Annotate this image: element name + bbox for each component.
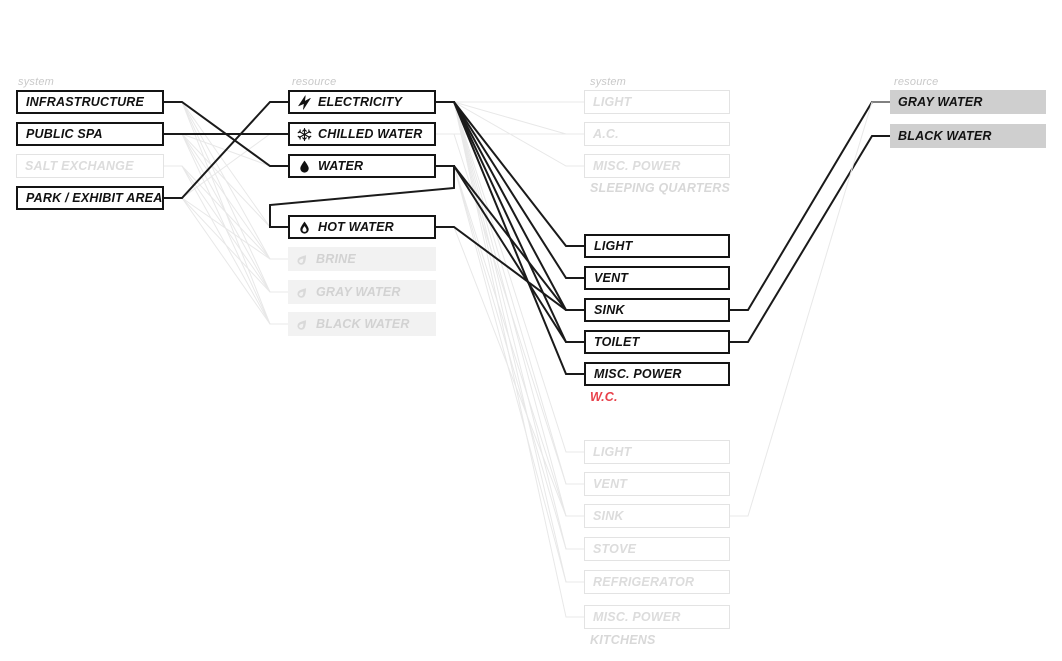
hot-droplet-icon	[294, 217, 314, 237]
node-label: GRAY WATER	[316, 285, 401, 299]
node-label: PARK / EXHIBIT AREA	[26, 191, 163, 205]
node-system-wc-light[interactable]: LIGHT	[584, 234, 730, 258]
node-system-k-light[interactable]: LIGHT	[584, 440, 730, 464]
edge-faint-electricity-to-k-vent	[436, 101, 584, 485]
node-system-sq-light[interactable]: LIGHT	[584, 90, 730, 114]
edge-faint-salt-exchange-to-black-water-mid	[164, 165, 288, 325]
edge-hot-water-to-wc-sink	[436, 226, 584, 311]
node-system-k-sink[interactable]: SINK	[584, 504, 730, 528]
node-label: ELECTRICITY	[318, 95, 403, 109]
node-label: VENT	[594, 271, 629, 285]
group-header-kitchens: KITCHENS	[590, 633, 656, 647]
edge-faint-public-spa-to-black-water-mid	[164, 133, 288, 325]
node-resource-black-water-out[interactable]: BLACK WATER	[890, 124, 1046, 148]
edge-water-to-wc-toilet	[436, 165, 584, 343]
node-system-k-misc-power[interactable]: MISC. POWER	[584, 605, 730, 629]
group-header-sleeping-quarters: SLEEPING QUARTERS	[590, 181, 730, 195]
node-label: REFRIGERATOR	[593, 575, 695, 589]
node-label: VENT	[593, 477, 628, 491]
node-label: MISC. POWER	[593, 159, 681, 173]
node-label: CHILLED WATER	[318, 127, 423, 141]
node-label: LIGHT	[593, 95, 632, 109]
tilted-droplet-icon	[292, 282, 312, 302]
node-label: INFRASTRUCTURE	[26, 95, 145, 109]
node-label: LIGHT	[594, 239, 633, 253]
node-label: GRAY WATER	[898, 95, 983, 109]
node-label: BLACK WATER	[316, 317, 410, 331]
node-system-k-refrigerator[interactable]: REFRIGERATOR	[584, 570, 730, 594]
edge-k-sink-to-gray-water-out	[730, 101, 890, 517]
edge-faint-electricity-to-k-light	[436, 101, 584, 453]
node-label: PUBLIC SPA	[26, 127, 103, 141]
group-header-wc: W.C.	[590, 390, 618, 404]
node-system-park-exhibit[interactable]: PARK / EXHIBIT AREA	[16, 186, 164, 210]
edge-faint-electricity-to-k-stove	[436, 101, 584, 550]
node-resource-gray-water-mid[interactable]: GRAY WATER	[288, 280, 436, 304]
node-label: SINK	[593, 509, 624, 523]
node-label: LIGHT	[593, 445, 632, 459]
node-system-k-vent[interactable]: VENT	[584, 472, 730, 496]
node-label: TOILET	[594, 335, 640, 349]
node-resource-water[interactable]: WATER	[288, 154, 436, 178]
edge-park-exhibit-to-electricity	[164, 101, 288, 199]
edge-wc-toilet-to-black-water-out	[730, 135, 890, 343]
edge-faint-infrastructure-to-brine	[164, 101, 288, 260]
node-label: BLACK WATER	[898, 129, 992, 143]
node-system-sq-misc-power[interactable]: MISC. POWER	[584, 154, 730, 178]
node-resource-electricity[interactable]: ELECTRICITY	[288, 90, 436, 114]
edge-electricity-to-wc-vent	[436, 101, 584, 279]
node-label: WATER	[318, 159, 364, 173]
node-label: MISC. POWER	[593, 610, 681, 624]
node-label: SALT EXCHANGE	[25, 159, 134, 173]
node-label: MISC. POWER	[594, 367, 682, 381]
node-system-wc-toilet[interactable]: TOILET	[584, 330, 730, 354]
node-system-sq-ac[interactable]: A.C.	[584, 122, 730, 146]
node-system-k-stove[interactable]: STOVE	[584, 537, 730, 561]
column-header-system-right: system	[590, 76, 627, 88]
column-header-system-left: system	[18, 76, 55, 88]
node-system-infrastructure[interactable]: INFRASTRUCTURE	[16, 90, 164, 114]
node-label: BRINE	[316, 252, 356, 266]
node-system-wc-sink[interactable]: SINK	[584, 298, 730, 322]
snowflake-icon	[294, 124, 314, 144]
node-label: A.C.	[593, 127, 619, 141]
edge-wc-sink-to-gray-water-out	[730, 101, 890, 311]
node-resource-chilled-water[interactable]: CHILLED WATER	[288, 122, 436, 146]
node-resource-black-water-mid[interactable]: BLACK WATER	[288, 312, 436, 336]
tilted-droplet-icon	[292, 314, 312, 334]
node-resource-brine[interactable]: BRINE	[288, 247, 436, 271]
node-system-salt-exchange[interactable]: SALT EXCHANGE	[16, 154, 164, 178]
droplet-icon	[294, 156, 314, 176]
lightning-bolt-icon	[294, 92, 314, 112]
node-resource-gray-water-out[interactable]: GRAY WATER	[890, 90, 1046, 114]
column-header-resource-right: resource	[894, 76, 939, 88]
node-resource-hot-water[interactable]: HOT WATER	[288, 215, 436, 239]
node-label: SINK	[594, 303, 625, 317]
tilted-droplet-icon	[292, 249, 312, 269]
node-system-wc-vent[interactable]: VENT	[584, 266, 730, 290]
node-system-public-spa[interactable]: PUBLIC SPA	[16, 122, 164, 146]
edge-faint-water-to-k-refrigerator	[436, 165, 584, 583]
node-system-wc-misc-power[interactable]: MISC. POWER	[584, 362, 730, 386]
node-label: HOT WATER	[318, 220, 394, 234]
column-header-resource-mid: resource	[292, 76, 337, 88]
node-label: STOVE	[593, 542, 637, 556]
